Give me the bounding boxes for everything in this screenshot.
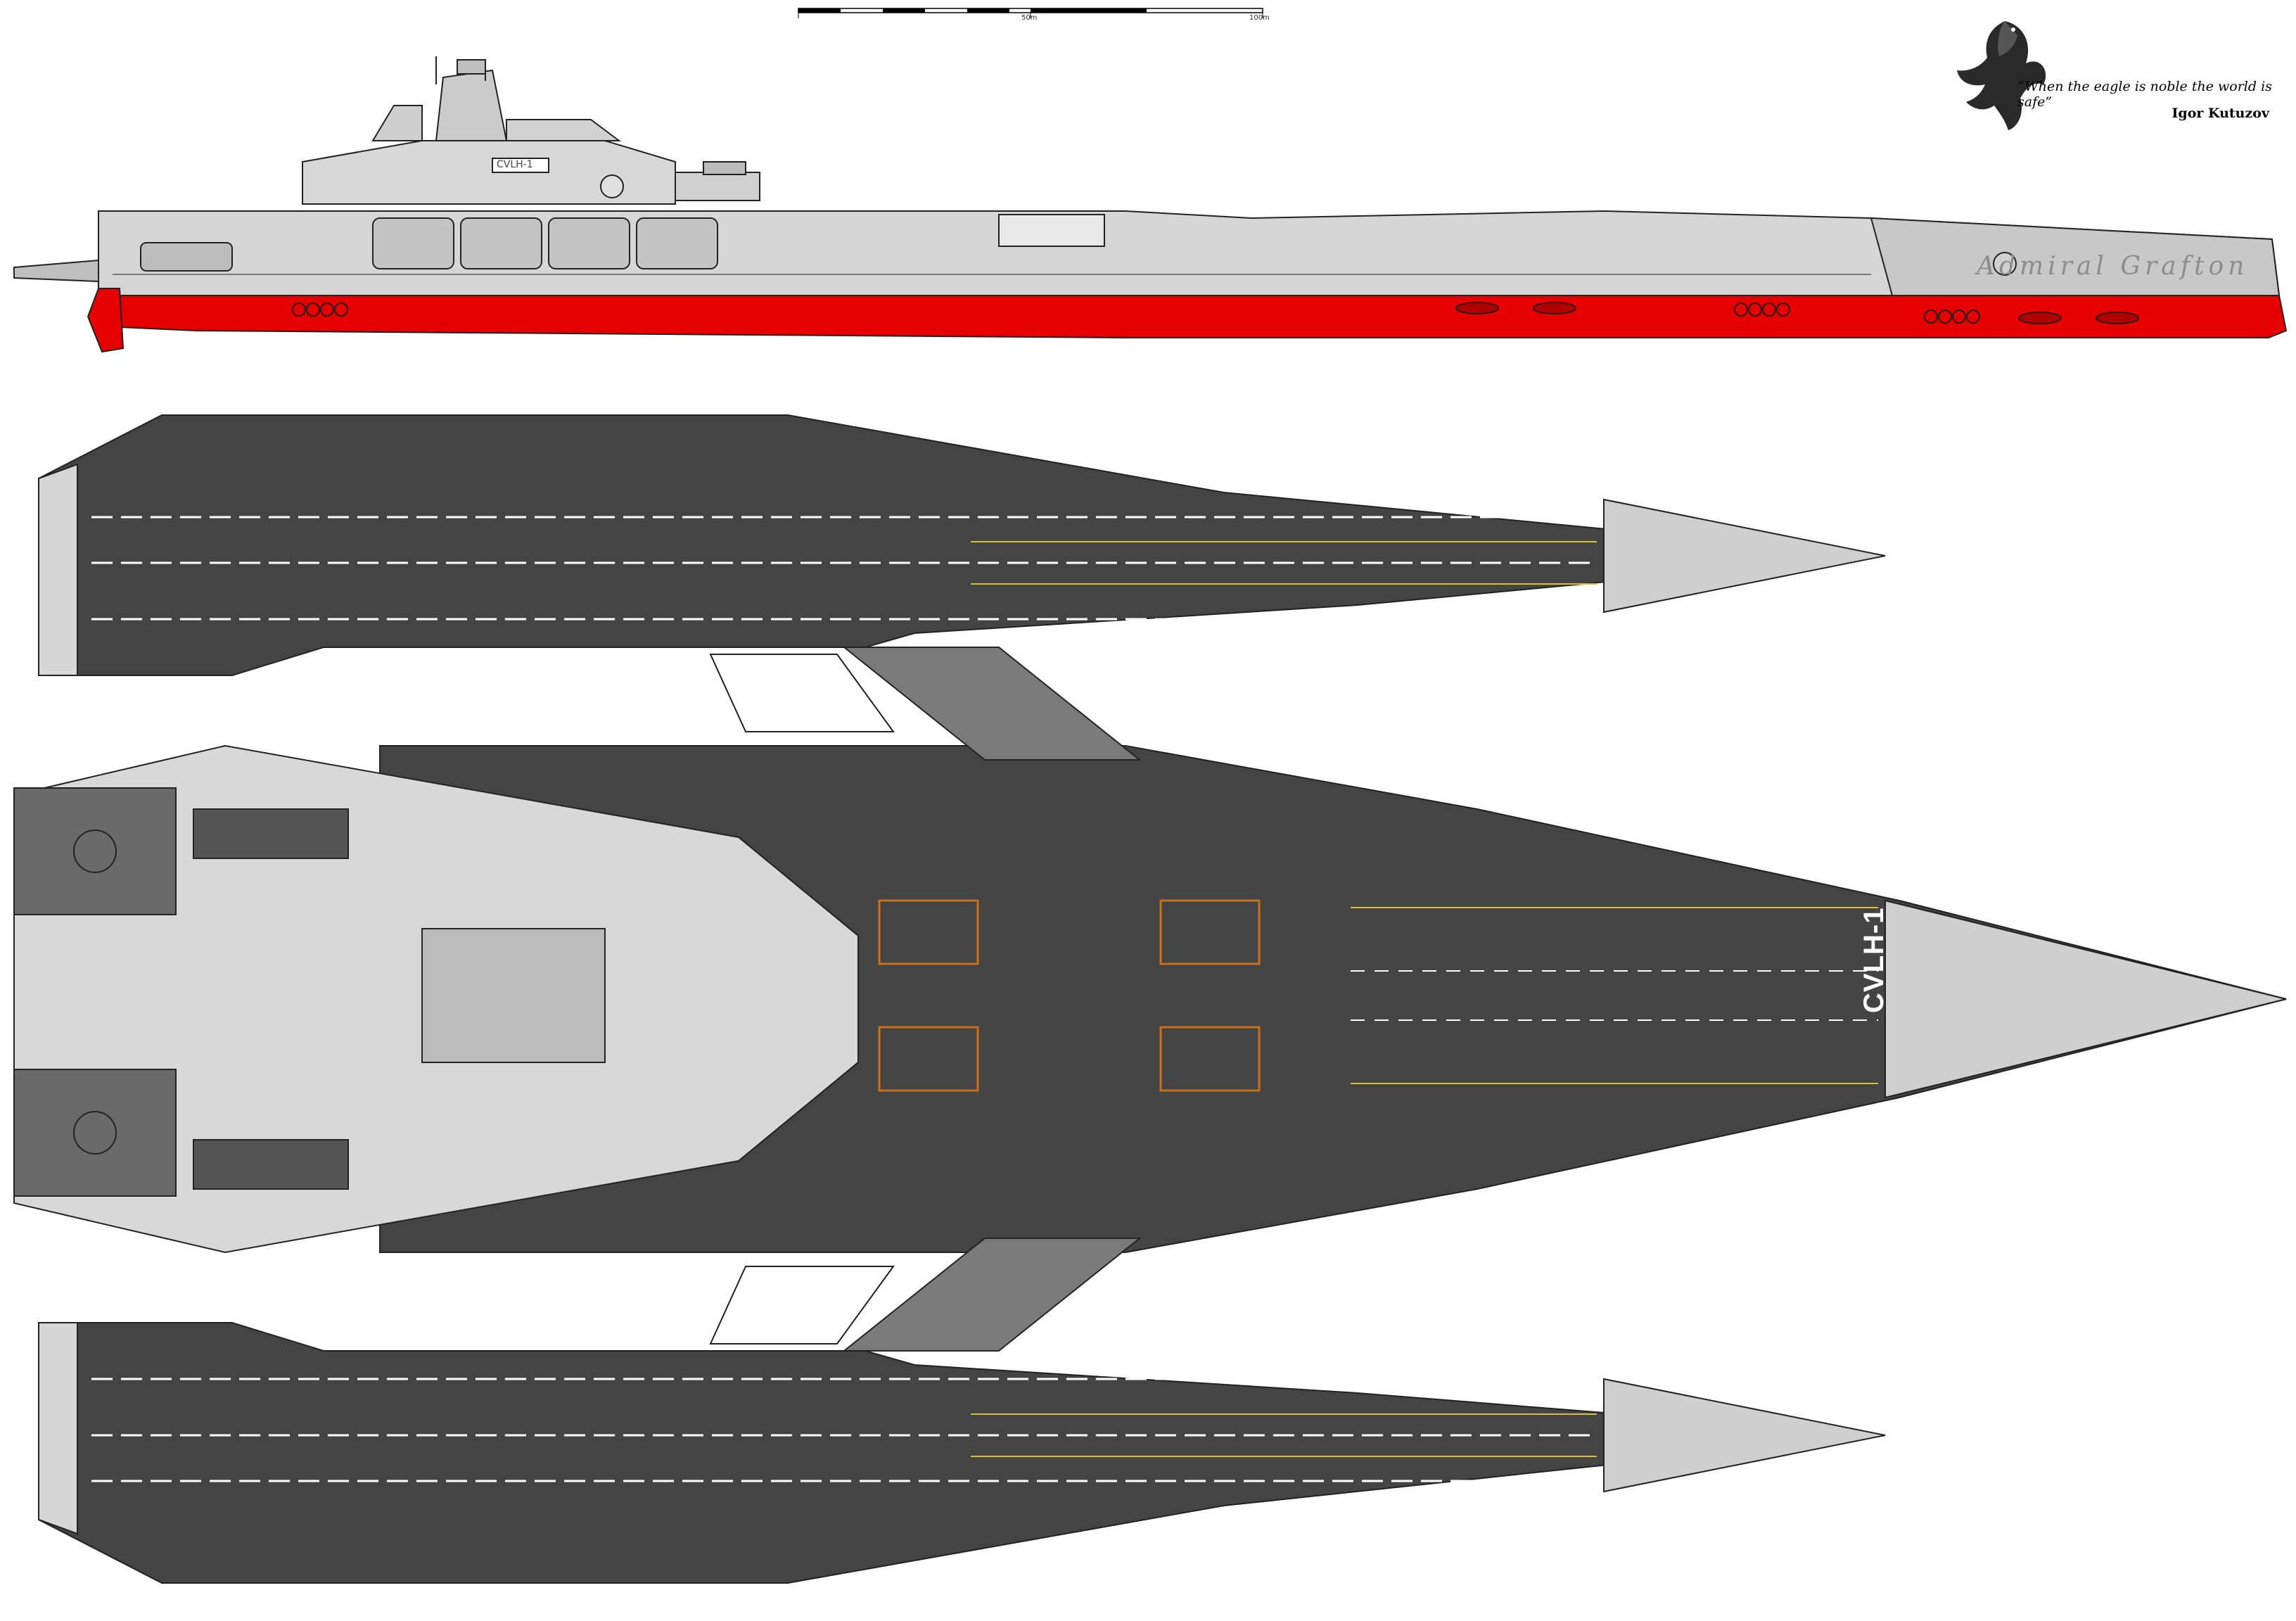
scale-mid-label: 50m (1021, 14, 1038, 22)
side-profile-view (13, 56, 2288, 353)
scale-end-label: 100m (1249, 14, 1270, 22)
ship-name-label: Admiral Grafton (1977, 252, 2249, 281)
connecting-struts (709, 647, 1142, 1352)
superstructure (302, 56, 760, 205)
center-main-deck (13, 744, 2287, 1254)
deck-plan-view (13, 414, 2287, 1584)
lower-outrigger (37, 1322, 1886, 1584)
upper-hull (13, 210, 2281, 296)
eagle-emblem-icon (1957, 21, 2046, 130)
hull-code-deck-label: CVLH-1 (1858, 907, 1889, 1013)
scale-bar (798, 8, 1263, 18)
quote-author: Igor Kutuzov (2171, 106, 2269, 121)
hull-code-side-label: CVLH-1 (497, 159, 533, 170)
lower-hull (87, 288, 2288, 353)
upper-outrigger (37, 414, 1886, 676)
quote-text: “When the eagle is noble the world is sa… (2017, 79, 2272, 110)
